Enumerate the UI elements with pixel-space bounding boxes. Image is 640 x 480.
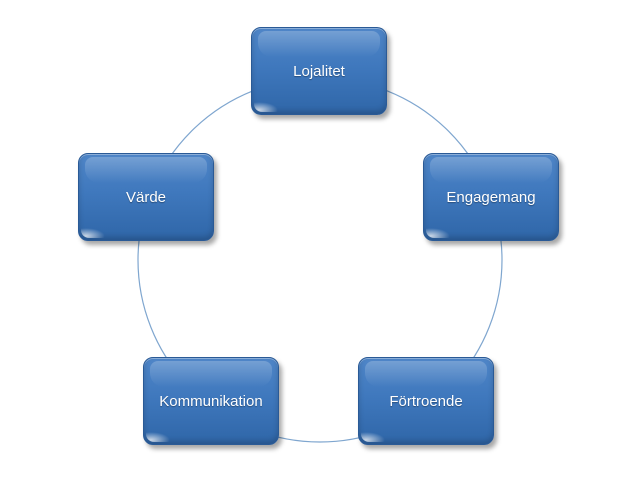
node-varde: Värde xyxy=(78,153,214,241)
node-label: Engagemang xyxy=(446,188,536,206)
node-label: Värde xyxy=(125,188,167,206)
node-engagemang: Engagemang xyxy=(423,153,559,241)
node-lojalitet: Lojalitet xyxy=(251,27,387,115)
node-fortroende: Förtroende xyxy=(358,357,494,445)
node-kommunikation: Kommunikation xyxy=(143,357,279,445)
node-label: Lojalitet xyxy=(293,62,345,80)
node-label: Kommunikation xyxy=(159,392,263,410)
node-label: Förtroende xyxy=(389,392,463,410)
